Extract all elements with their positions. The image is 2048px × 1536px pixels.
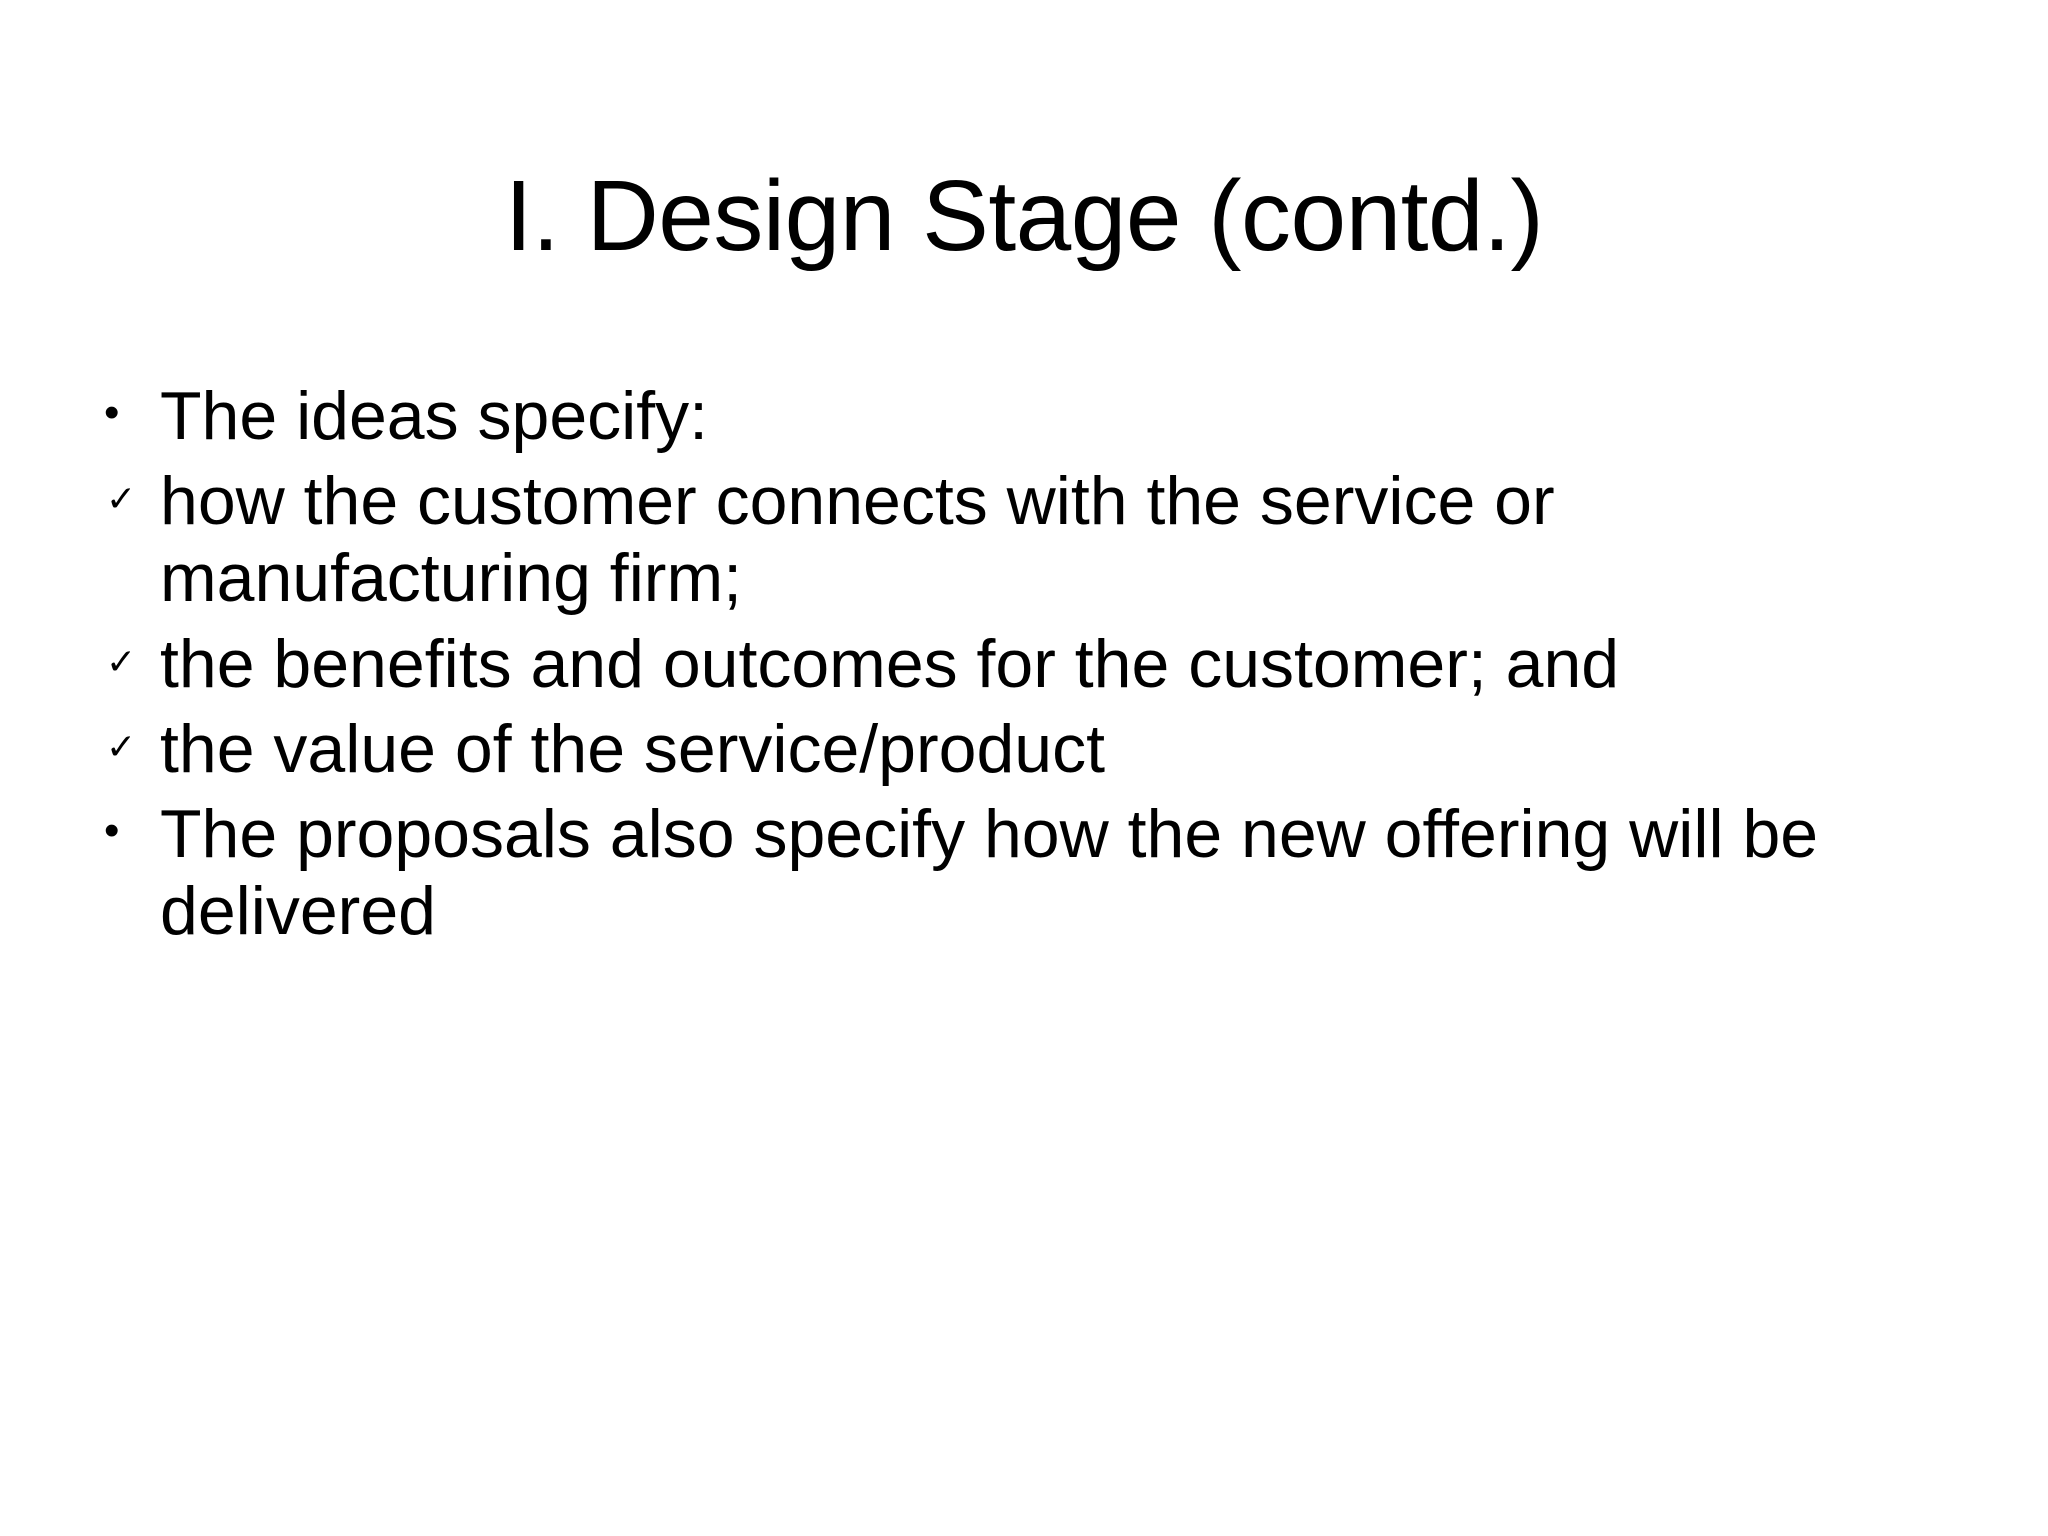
list-item: ✓ the benefits and outcomes for the cust… (96, 626, 1996, 703)
list-item: ✓ how the customer connects with the ser… (96, 463, 1996, 617)
check-bullet-icon: ✓ (106, 640, 137, 682)
round-bullet-icon: • (104, 805, 120, 855)
bullet-list: • The ideas specify: ✓ how the customer … (96, 378, 1996, 958)
list-item-text: how the customer connects with the servi… (160, 463, 1574, 617)
list-item: ✓ the value of the service/product (96, 711, 1996, 788)
page-title: I. Design Stage (contd.) (504, 160, 1544, 272)
list-item: • The proposals also specify how the new… (96, 796, 1996, 950)
check-bullet-icon: ✓ (106, 478, 137, 520)
list-item-text: The ideas specify: (160, 378, 709, 454)
check-bullet-icon: ✓ (106, 725, 137, 767)
list-item-text: The proposals also specify how the new o… (160, 795, 1838, 950)
list-item-text: the value of the service/product (160, 710, 1105, 787)
list-item: • The ideas specify: (96, 378, 1996, 455)
list-item-text: the benefits and outcomes for the custom… (160, 625, 1620, 702)
round-bullet-icon: • (104, 388, 120, 437)
